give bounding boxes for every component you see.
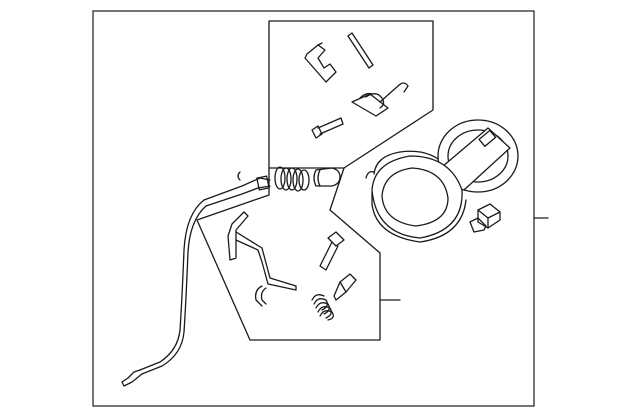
compression-spring [274,166,310,192]
rod-pin [347,32,374,69]
control-cable [121,171,271,387]
fuel-filler-door [365,119,519,243]
bolt-upper [311,117,344,139]
lower-parts-panel [196,167,381,341]
upper-parts-panel [268,20,434,169]
bumper-stop [469,203,501,233]
plunger [313,167,341,187]
torsion-spring [351,82,409,117]
compression-spring-lower [311,294,334,321]
outer-frame [92,10,535,407]
plunger-lower [333,273,357,301]
lock-pin [304,42,337,83]
bolt [319,231,345,271]
wire-clip [227,211,297,307]
